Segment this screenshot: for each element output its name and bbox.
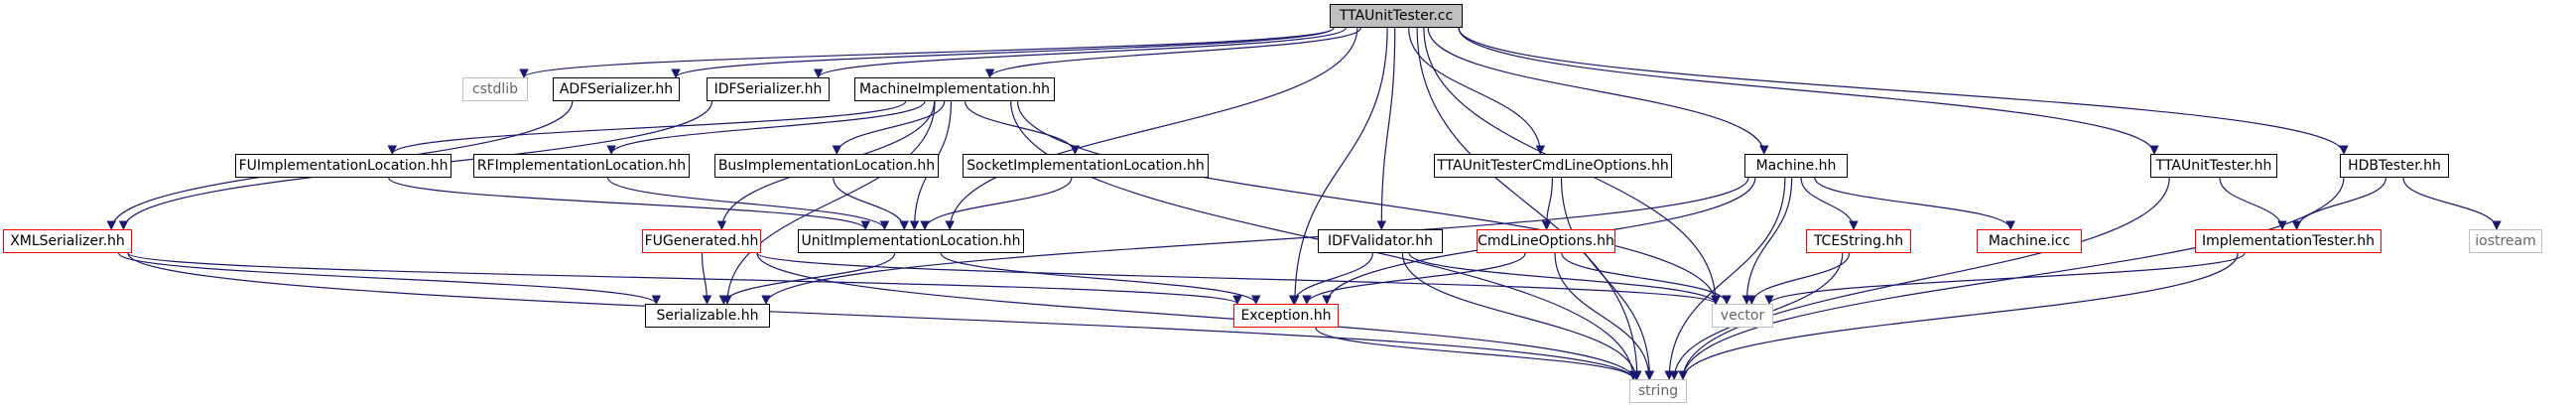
node-hdbtester: HDBTester.hh (2340, 154, 2449, 178)
edge-tta_cc-to-adfs (671, 27, 1335, 78)
edge-xmlser-to-exception (127, 252, 1242, 305)
edge-machine-to-string (1664, 177, 1786, 380)
edge-machine-to-tcestr (1800, 177, 1859, 230)
edge-unitimplloc-to-serializable (718, 252, 896, 305)
node-machicc: Machine.icc (1977, 229, 2082, 253)
node-idfs: IDFSerializer.hh (707, 77, 830, 101)
edge-cmdopt-to-vector (1561, 252, 1732, 305)
edge-machimpl-to-sockimplloc (964, 100, 1081, 155)
node-cmdopt: CmdLineOptions.hh (1477, 229, 1615, 253)
edge-ttacmd-to-string (1560, 177, 1655, 380)
edge-hdbtester-to-impltester (2291, 177, 2387, 230)
edge-idfval-to-exception (1288, 252, 1373, 305)
node-cstdlib: cstdlib (462, 77, 528, 101)
edge-idfval-to-string (1401, 252, 1641, 380)
node-idfval: IDFValidator.hh (1318, 229, 1443, 253)
edge-busimplloc-to-unitimplloc (833, 177, 909, 230)
edge-fugen-to-vector (756, 252, 1721, 305)
edge-machimpl-to-fuimplloc (387, 100, 907, 155)
edge-tta_cc-to-exception (1290, 27, 1388, 305)
edge-tta_cc-to-idfval (1376, 27, 1396, 230)
node-iostream: iostream (2469, 229, 2542, 253)
edge-tta_cc-to-string (1416, 27, 1642, 380)
edge-ttacmd-to-cmdopt (1541, 177, 1554, 230)
edge-fugen-to-string (756, 252, 1638, 380)
node-impltester: ImplementationTester.hh (2195, 229, 2382, 253)
node-unitimplloc: UnitImplementationLocation.hh (798, 229, 1024, 253)
node-fuimplloc: FUImplementationLocation.hh (235, 154, 451, 178)
edge-rfimplloc-to-unitimplloc (606, 177, 890, 230)
node-xmlser: XMLSerializer.hh (3, 229, 132, 253)
edge-machimpl-to-vector (1016, 100, 1721, 305)
edge-tta_cc-to-machine (1427, 27, 1769, 155)
edge-hdbtester-to-iostream (2402, 177, 2502, 230)
node-rfimplloc: RFImplementationLocation.hh (473, 154, 690, 178)
node-machine: Machine.hh (1744, 154, 1848, 178)
edge-tta_cc-to-ttacmd (1408, 27, 1546, 155)
edge-cmdopt-to-string (1554, 252, 1654, 380)
node-busimplloc: BusImplementationLocation.hh (714, 154, 939, 178)
edge-sockimplloc-to-unitimplloc (920, 177, 1073, 230)
edge-machine-to-machicc (1814, 177, 2015, 230)
edge-machimpl-to-busimplloc (832, 100, 946, 155)
node-vector: vector (1712, 304, 1773, 328)
edge-tta_cc-to-idfs (814, 27, 1347, 78)
edge-tta_cc-to-hdbtester (1458, 27, 2349, 155)
node-ttacmd: TTAUnitTesterCmdLineOptions.hh (1434, 154, 1672, 178)
edge-cmdopt-to-exception (1302, 252, 1526, 305)
edge-xmlser-to-serializable (118, 252, 662, 305)
node-tta_hh: TTAUnitTester.hh (2150, 154, 2277, 178)
edge-machimpl-to-rfimplloc (606, 100, 926, 155)
node-fugen: FUGenerated.hh (642, 229, 761, 253)
edge-unitimplloc-to-exception (940, 252, 1261, 305)
edge-tta_hh-to-string (1678, 177, 2170, 380)
node-exception: Exception.hh (1233, 304, 1339, 328)
node-serializable: Serializable.hh (645, 304, 770, 328)
edge-tta_cc-to-unitimplloc (945, 27, 1358, 230)
node-tcestr: TCEString.hh (1806, 229, 1911, 253)
edge-tta_cc-to-tta_hh (1458, 27, 2159, 155)
edge-tta_cc-to-machimpl (984, 27, 1361, 78)
edge-machine-to-serializable (761, 177, 1749, 305)
node-adfs: ADFSerializer.hh (553, 77, 680, 101)
node-machimpl: MachineImplementation.hh (854, 77, 1055, 101)
node-tta_cc: TTAUnitTester.cc (1330, 4, 1463, 28)
edge-fuimplloc-to-unitimplloc (388, 177, 870, 230)
edge-tta_cc-to-cstdlib (519, 27, 1335, 78)
edge-xmlser-to-string (127, 252, 1638, 380)
edge-machimpl-to-serializable (722, 100, 936, 305)
edge-tta_hh-to-impltester (2219, 177, 2287, 230)
node-sockimplloc: SocketImplementationLocation.hh (963, 154, 1209, 178)
edge-impltester-to-string (1678, 252, 2239, 380)
edge-tcestr-to-vector (1746, 252, 1851, 305)
edge-exception-to-string (1315, 327, 1638, 380)
edge-idfval-to-vector (1408, 252, 1721, 305)
edge-machine-to-vector (1741, 177, 1793, 305)
node-string: string (1629, 379, 1687, 403)
edge-impltester-to-vector (1764, 252, 2246, 305)
